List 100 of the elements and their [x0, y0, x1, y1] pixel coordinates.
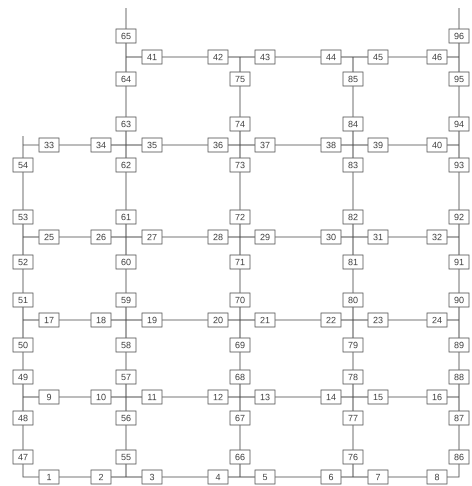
number-box: 53 — [12, 210, 34, 224]
road-line — [58, 396, 92, 398]
number-box: 47 — [12, 450, 34, 464]
number-box: 91 — [448, 254, 470, 270]
number-box: 15 — [368, 390, 388, 404]
road-line — [388, 236, 428, 238]
number-box: 42 — [208, 50, 228, 64]
number-box: 59 — [116, 292, 136, 308]
road-line — [458, 86, 460, 118]
road-line — [352, 224, 354, 256]
road-line — [352, 172, 354, 210]
number-box: 38 — [320, 138, 342, 152]
road-line — [22, 464, 40, 478]
road-line — [352, 130, 354, 158]
number-box: 37 — [254, 138, 276, 152]
number-box: 78 — [342, 370, 364, 384]
road-line — [240, 56, 256, 72]
number-box: 17 — [38, 312, 60, 328]
number-box: 22 — [320, 312, 342, 328]
road-line — [162, 56, 208, 58]
road-line — [58, 144, 92, 146]
number-box: 20 — [208, 312, 228, 328]
number-box: 94 — [448, 116, 470, 132]
number-box: 87 — [448, 410, 470, 426]
number-box: 23 — [368, 312, 388, 328]
number-box: 39 — [368, 138, 388, 152]
number-box: 71 — [230, 254, 250, 270]
number-box: 40 — [426, 138, 448, 152]
number-box: 45 — [368, 50, 388, 64]
number-box: 75 — [230, 72, 250, 86]
road-line — [274, 396, 322, 398]
number-box: 58 — [116, 338, 136, 352]
number-box: 3 — [142, 470, 162, 484]
road-line — [458, 424, 460, 450]
road-line — [446, 464, 460, 478]
road-line — [458, 42, 460, 72]
road-line — [274, 236, 322, 238]
number-box: 76 — [342, 450, 364, 464]
road-line — [388, 144, 428, 146]
road-line — [274, 144, 322, 146]
number-box: 74 — [230, 116, 250, 132]
number-box: 96 — [448, 28, 470, 44]
number-box: 44 — [320, 50, 342, 64]
road-line — [458, 172, 460, 210]
road-line — [22, 224, 24, 256]
road-line — [162, 476, 208, 478]
road-line — [22, 172, 24, 210]
number-box: 88 — [448, 370, 470, 384]
number-box: 55 — [116, 450, 136, 464]
number-box: 67 — [230, 410, 250, 426]
road-line — [458, 8, 460, 30]
number-box: 34 — [90, 138, 112, 152]
number-box: 7 — [368, 470, 388, 484]
number-box: 6 — [320, 470, 342, 484]
number-box: 61 — [116, 210, 136, 224]
number-box: 24 — [426, 312, 448, 328]
road-line — [458, 306, 460, 338]
number-box: 12 — [208, 390, 228, 404]
number-box: 18 — [90, 312, 112, 328]
number-box: 30 — [320, 230, 342, 244]
road-line — [58, 476, 92, 478]
road-line — [352, 352, 354, 370]
road-line — [458, 130, 460, 158]
number-box: 48 — [12, 410, 34, 426]
number-box: 35 — [142, 138, 162, 152]
number-box: 95 — [448, 72, 470, 86]
number-box: 46 — [426, 50, 448, 64]
number-box: 28 — [208, 230, 228, 244]
road-line — [388, 56, 428, 58]
number-box: 50 — [12, 338, 34, 352]
number-box: 60 — [116, 254, 136, 270]
number-box: 81 — [342, 254, 364, 270]
number-box: 68 — [230, 370, 250, 384]
road-line — [22, 306, 24, 338]
number-box: 66 — [230, 450, 250, 464]
road-line — [58, 236, 92, 238]
road-line — [22, 424, 24, 450]
number-box: 36 — [208, 138, 228, 152]
number-box: 5 — [254, 470, 276, 484]
number-box: 49 — [12, 370, 34, 384]
road-line — [240, 464, 256, 478]
number-box: 51 — [12, 292, 34, 308]
number-box: 82 — [342, 210, 364, 224]
number-box: 19 — [142, 312, 162, 328]
number-box: 1 — [38, 470, 60, 484]
number-box: 69 — [230, 338, 250, 352]
number-box: 62 — [116, 158, 136, 172]
number-box: 56 — [116, 410, 136, 426]
number-box: 52 — [12, 254, 34, 270]
road-line — [352, 384, 354, 412]
number-box: 10 — [90, 390, 112, 404]
number-box: 8 — [426, 470, 448, 484]
number-box: 54 — [12, 158, 34, 172]
number-box: 2 — [90, 470, 112, 484]
number-box: 77 — [342, 410, 364, 426]
number-box: 80 — [342, 292, 364, 308]
road-line — [22, 268, 24, 294]
number-box: 9 — [38, 390, 60, 404]
road-line — [22, 384, 24, 412]
number-box: 25 — [38, 230, 60, 244]
